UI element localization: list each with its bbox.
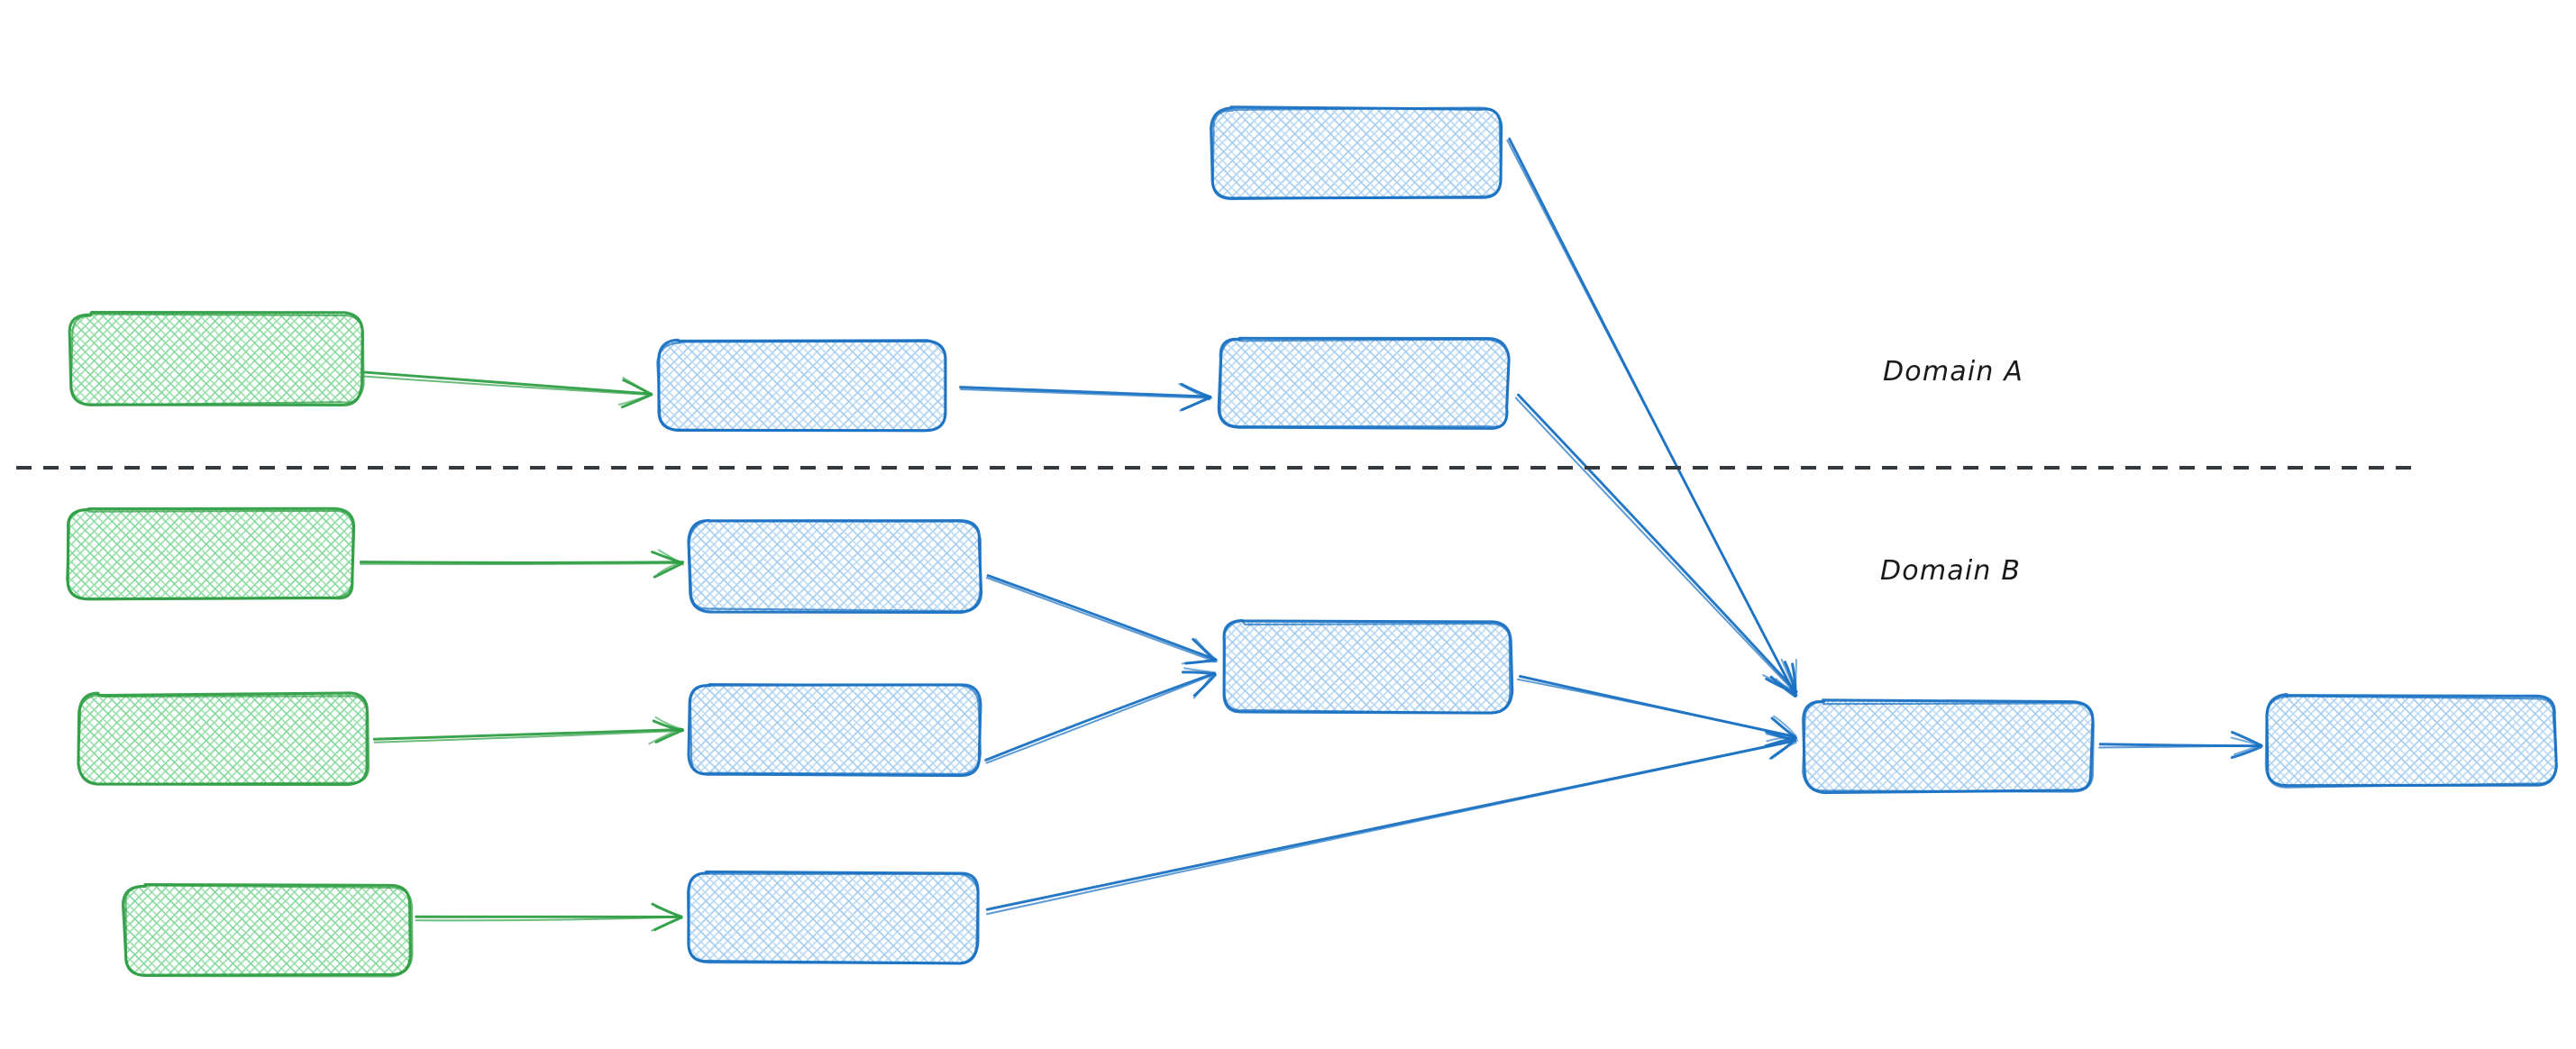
edge-e5[interactable]: [359, 549, 685, 579]
domain-a-label: Domain A: [1883, 356, 2024, 388]
edge-e12[interactable]: [2098, 731, 2263, 760]
node-a-src-1[interactable]: [68, 310, 365, 406]
edge-e10[interactable]: [1516, 674, 1798, 748]
node-a-proc-1[interactable]: [656, 338, 947, 433]
edge-e11[interactable]: [985, 730, 1799, 916]
node-b-src-1[interactable]: [66, 506, 356, 601]
node-b-src-2[interactable]: [77, 691, 370, 787]
edge-e8[interactable]: [985, 574, 1219, 665]
node-b-proc-2[interactable]: [687, 683, 982, 778]
node-b-sink-2[interactable]: [2264, 693, 2558, 789]
domain-b-label: Domain B: [1880, 555, 2022, 587]
node-b-proc-3[interactable]: [686, 870, 980, 965]
nodes-layer: [66, 105, 2558, 978]
edges-layer: [359, 137, 2263, 932]
edge-e7[interactable]: [415, 902, 683, 932]
edge-e4[interactable]: [1514, 393, 1798, 694]
node-b-proc-1[interactable]: [687, 519, 983, 615]
edge-e6[interactable]: [372, 716, 685, 745]
edge-e9[interactable]: [984, 667, 1217, 764]
node-b-proc-4[interactable]: [1222, 618, 1514, 715]
edge-e1[interactable]: [363, 370, 653, 409]
edge-e2[interactable]: [959, 382, 1213, 412]
node-b-sink-1[interactable]: [1802, 698, 2095, 795]
node-a-proc-3[interactable]: [1210, 105, 1503, 201]
edge-e3[interactable]: [1506, 137, 1798, 698]
node-a-proc-2[interactable]: [1217, 336, 1511, 430]
node-b-src-3[interactable]: [121, 882, 414, 978]
